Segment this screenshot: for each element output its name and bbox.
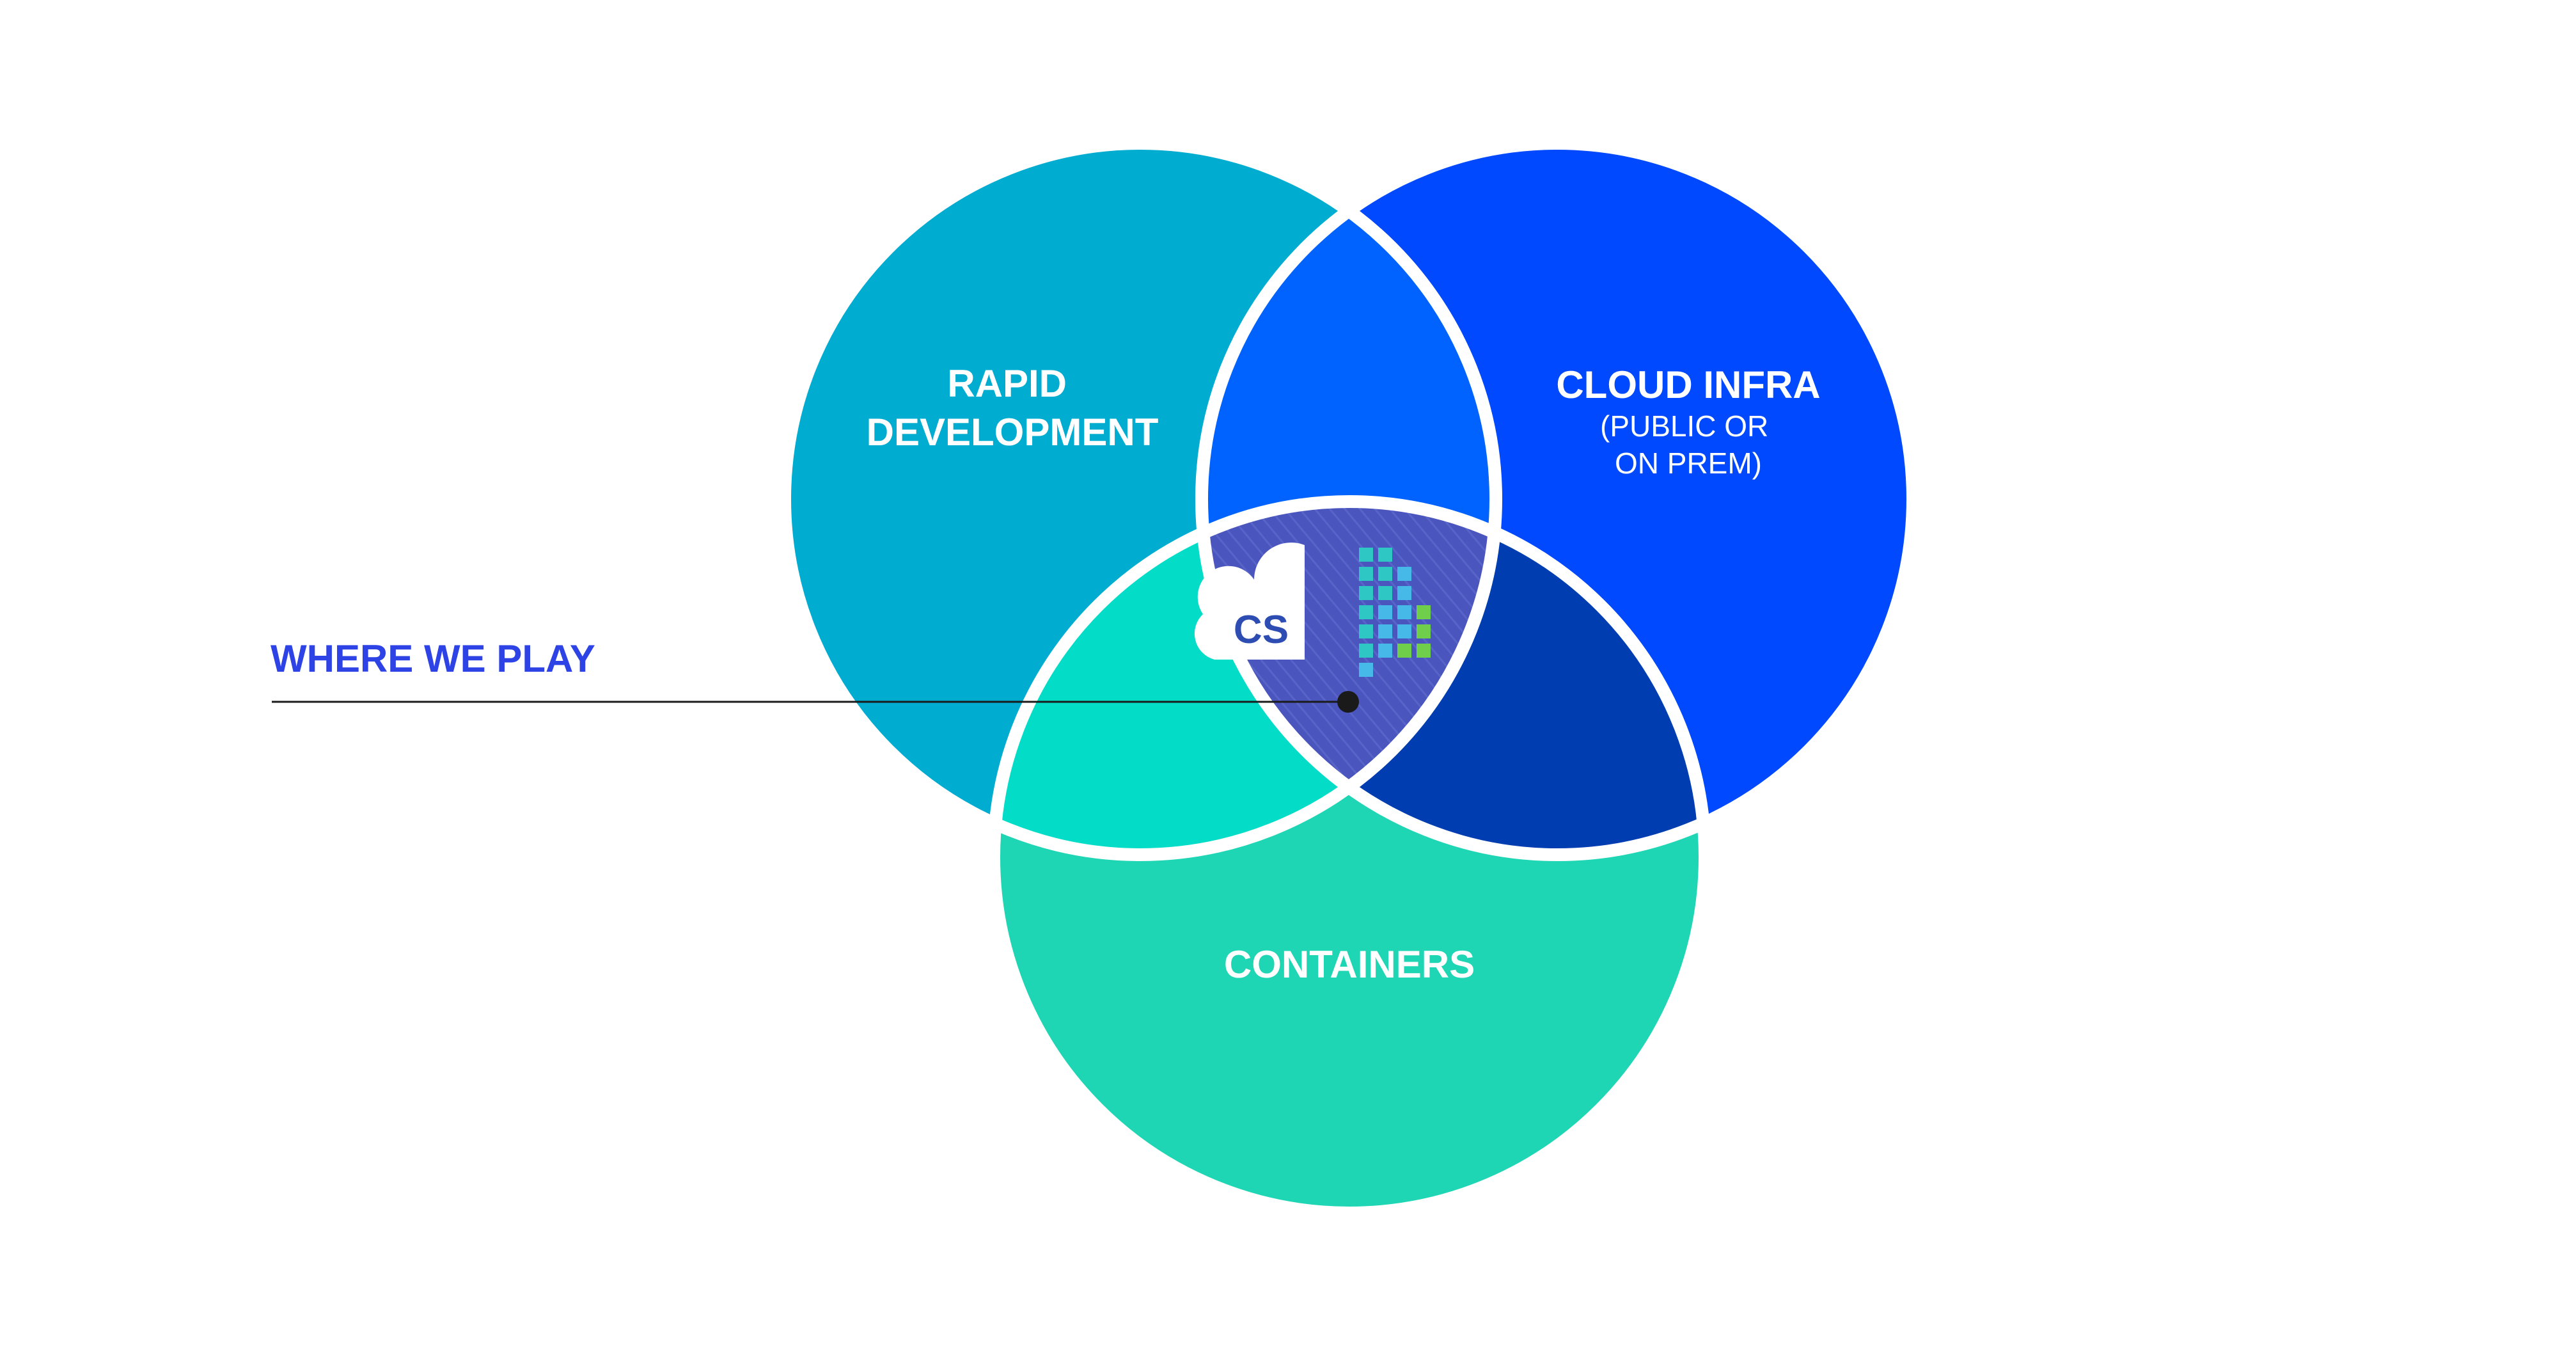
logo-grid-block (1417, 624, 1431, 638)
cloud-icon (1194, 543, 1305, 660)
logo-grid-block (1397, 605, 1411, 619)
logo-grid-block (1378, 586, 1392, 600)
callout-dot (1337, 691, 1359, 713)
logo-grid-block (1397, 644, 1411, 658)
logo-grid-block (1359, 548, 1373, 562)
label-containers: CONTAINERS (1224, 943, 1475, 986)
callout-label: WHERE WE PLAY (271, 637, 595, 680)
cs-logo-text: CS (1234, 608, 1289, 652)
logo-grid-block (1378, 567, 1392, 581)
logo-grid-block (1359, 586, 1373, 600)
logo-grid-block (1397, 624, 1411, 638)
logo-grid-block (1417, 605, 1431, 619)
intersection-rapid-containers (994, 502, 1496, 855)
intersection-cloud-containers (1202, 502, 1705, 855)
logo-grid-block (1378, 624, 1392, 638)
logo-grid-block (1359, 663, 1373, 677)
sublabel-cloud-infra: (PUBLIC OR ON PREM) (1600, 409, 1777, 480)
logo-grid-block (1359, 624, 1373, 638)
logo-grid-block (1378, 605, 1392, 619)
logo-grid-block (1378, 644, 1392, 658)
label-cloud-infra: CLOUD INFRA (1556, 363, 1820, 406)
logo-grid-block (1417, 644, 1431, 658)
logo-grid-icon (1359, 548, 1431, 677)
logo-grid-block (1359, 567, 1373, 581)
logo-grid-block (1378, 548, 1392, 562)
logo-grid-block (1359, 605, 1373, 619)
label-rapid-development: RAPID DEVELOPMENT (867, 362, 1159, 454)
circle-outlines (778, 137, 1919, 1219)
logo-grid-block (1397, 567, 1411, 581)
logo-grid-block (1397, 586, 1411, 600)
cs-logo: CS (1194, 543, 1431, 677)
logo-grid-block (1359, 644, 1373, 658)
